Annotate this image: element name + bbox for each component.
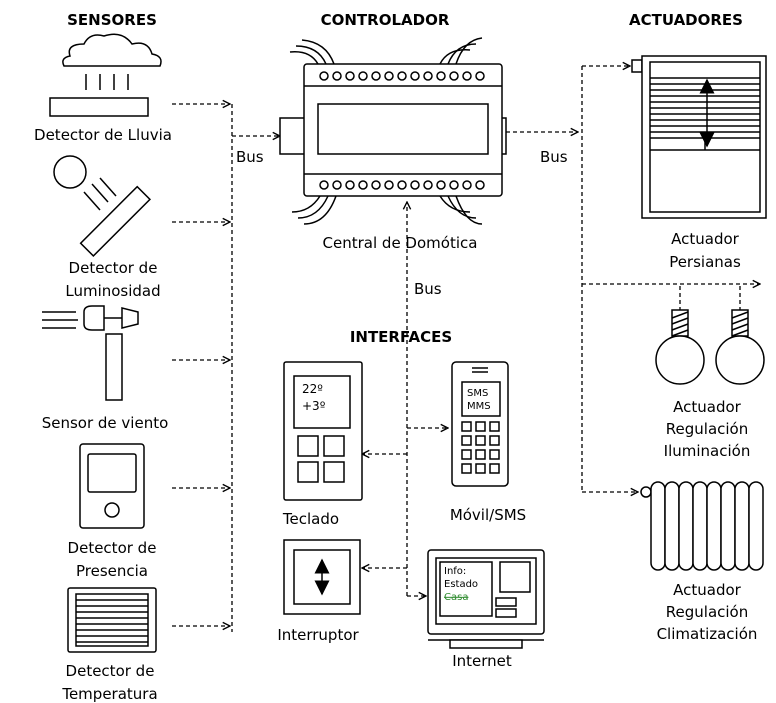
label-light-detector-1: Detector de: [69, 259, 158, 277]
mobile-display-line2: MMS: [467, 401, 491, 412]
label-mobile: Móvil/SMS: [450, 506, 526, 524]
sensor-bus-lines: [172, 104, 280, 632]
label-switch: Interruptor: [277, 626, 359, 644]
label-temperature-detector-1: Detector de: [66, 662, 155, 680]
lightbulb-icon-1: [655, 309, 705, 385]
controller-icon: [279, 37, 507, 225]
label-internet: Internet: [452, 652, 512, 670]
label-climate-1: Actuador: [673, 581, 742, 599]
blinds-actuator-icon: [631, 55, 767, 219]
label-light-detector-2: Luminosidad: [65, 282, 160, 300]
computer-display-line3: Casa: [444, 592, 468, 603]
label-blinds-1: Actuador: [671, 230, 740, 248]
label-temperature-detector-2: Temperatura: [61, 685, 157, 703]
keypad-display-line1: 22º: [302, 382, 323, 396]
mobile-phone-icon: [451, 361, 509, 487]
computer-display-line2: Estado: [444, 579, 478, 590]
lightbulb-icon-2: [715, 309, 765, 385]
label-presence-detector-1: Detector de: [68, 539, 157, 557]
light-detector-icon: [53, 155, 152, 258]
keypad-icon: [283, 361, 363, 501]
label-wind-sensor: Sensor de viento: [42, 414, 169, 432]
label-bus-right: Bus: [540, 148, 568, 166]
controller-terminals: [319, 71, 485, 190]
wind-sensor-icon: [42, 305, 139, 401]
heading-interfaces: INTERFACES: [350, 328, 452, 346]
temperature-detector-icon: [67, 587, 157, 653]
label-lighting-3: Iluminación: [664, 442, 751, 460]
label-lighting-1: Actuador: [673, 398, 742, 416]
heading-sensores: SENSORES: [67, 11, 157, 29]
rain-detector-icon: [49, 33, 162, 117]
mobile-display-line1: SMS: [467, 388, 488, 399]
radiator-icon: [640, 481, 764, 571]
label-lighting-2: Regulación: [666, 420, 748, 438]
label-blinds-2: Persianas: [669, 253, 741, 271]
presence-detector-icon: [79, 443, 145, 529]
label-keypad: Teclado: [282, 510, 339, 528]
interface-bus-lines: [362, 202, 448, 596]
label-bus-left: Bus: [236, 148, 264, 166]
actuator-bus-lines: [506, 66, 760, 492]
computer-icon: [427, 549, 545, 649]
label-rain-detector: Detector de Lluvia: [34, 126, 172, 144]
label-presence-detector-2: Presencia: [76, 562, 148, 580]
label-bus-vertical: Bus: [414, 280, 442, 298]
label-climate-2: Regulación: [666, 603, 748, 621]
heading-controlador: CONTROLADOR: [321, 11, 450, 29]
keypad-display-line2: +3º: [302, 399, 326, 413]
label-controller: Central de Domótica: [323, 234, 478, 252]
computer-display-line1: Info:: [444, 566, 466, 577]
label-climate-3: Climatización: [657, 625, 758, 643]
heading-actuadores: ACTUADORES: [629, 11, 743, 29]
